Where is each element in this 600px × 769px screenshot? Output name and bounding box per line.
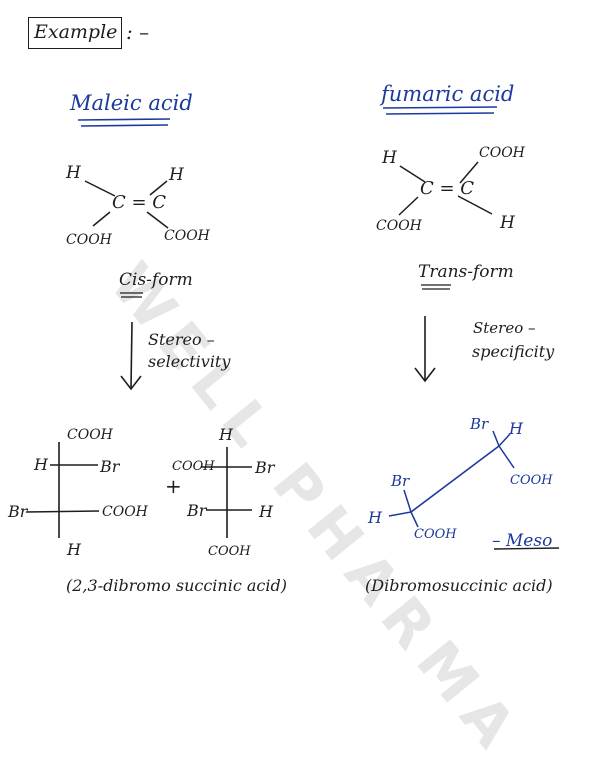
meso-underline <box>493 547 560 550</box>
maleic-bond-h-right <box>149 180 168 196</box>
fischer-b-r1-left: COOH <box>172 459 215 474</box>
trans-form-label: Trans-form <box>418 262 514 282</box>
sawhorse-front-cooh: COOH <box>414 527 457 542</box>
fischer-a-r1-left: H <box>34 455 48 474</box>
stereo-selectivity-label-2: selectivity <box>148 352 231 371</box>
right-product-label: (Dibromosuccinic acid) <box>365 576 553 595</box>
sawhorse-back-br: Br <box>470 415 489 433</box>
sawhorse-back-cooh-bond <box>498 445 515 469</box>
fischer-b-r2-right: H <box>259 502 273 521</box>
maleic-underline-1 <box>77 118 171 121</box>
sawhorse-back-cooh: COOH <box>510 473 553 488</box>
meso-label: – Meso <box>492 531 553 551</box>
fumaric-bond-cooh-right <box>459 161 479 184</box>
maleic-underline-2 <box>80 124 169 127</box>
notes-page: WELL PHARMA Example : – <box>8 17 560 769</box>
fischer-a-r2-left: Br <box>8 502 28 521</box>
fischer-b-r1-right: Br <box>255 458 275 477</box>
stereo-selectivity-label-1: Stereo – <box>148 330 215 349</box>
maleic-bond-h-left <box>84 180 116 197</box>
maleic-acid-title: Maleic acid <box>70 91 193 115</box>
left-arrow-head <box>120 375 142 391</box>
fumaric-bond-cooh-left <box>398 196 419 216</box>
example-suffix: : – <box>126 20 150 44</box>
maleic-cooh-left: COOH <box>66 232 112 248</box>
sawhorse-front-h: H <box>368 508 382 527</box>
fischer-b-top: H <box>219 425 233 444</box>
fischer-b-bottom: COOH <box>208 544 251 559</box>
sawhorse-back-br-bond <box>492 430 500 447</box>
cis-form-label: Cis-form <box>119 270 193 290</box>
maleic-cooh-right: COOH <box>164 228 210 244</box>
sawhorse-front-br-bond <box>403 489 412 513</box>
right-arrow-head <box>414 367 436 383</box>
fumaric-cooh-right: COOH <box>479 145 525 161</box>
sawhorse-front-h-bond <box>388 511 412 517</box>
fumaric-h-right: H <box>500 213 515 233</box>
maleic-bond-cooh-left <box>92 211 111 227</box>
sawhorse-central-bond <box>410 445 500 513</box>
stereo-specificity-label-1: Stereo – <box>473 319 536 337</box>
fumaric-h-left: H <box>382 148 397 168</box>
fischer-a-bottom: H <box>67 540 81 559</box>
stereo-specificity-label-2: specificity <box>472 342 555 361</box>
fumaric-cooh-left: COOH <box>376 218 422 234</box>
plus-sign: + <box>165 474 182 498</box>
maleic-bond-cooh-right <box>146 211 169 229</box>
fumaric-bond-h-left <box>399 165 426 183</box>
fumaric-underline-1 <box>382 106 498 109</box>
fumaric-double-bond: C = C <box>420 178 475 199</box>
maleic-h-right: H <box>169 165 184 185</box>
fischer-a-r2-right: COOH <box>102 504 148 520</box>
maleic-double-bond: C = C <box>112 192 167 213</box>
fumaric-acid-title: fumaric acid <box>381 82 515 106</box>
example-label: Example <box>34 21 118 43</box>
fischer-b-r2-left: Br <box>187 501 207 520</box>
left-arrow-shaft <box>130 321 133 389</box>
fischer-a-top: COOH <box>67 427 113 443</box>
fumaric-underline-2 <box>385 112 495 115</box>
sawhorse-back-h-bond <box>498 433 511 447</box>
fumaric-bond-h-right <box>457 195 493 215</box>
sawhorse-front-br: Br <box>391 472 410 490</box>
fischer-a-bottom-horizontal <box>25 510 100 513</box>
example-box <box>28 17 122 49</box>
sawhorse-back-h: H <box>509 419 523 438</box>
maleic-h-left: H <box>66 163 81 183</box>
fischer-a-r1-right: Br <box>100 457 120 476</box>
sawhorse-front-cooh-bond <box>410 511 419 528</box>
left-product-label: (2,3-dibromo succinic acid) <box>66 576 287 595</box>
drawing-layer <box>25 106 560 550</box>
